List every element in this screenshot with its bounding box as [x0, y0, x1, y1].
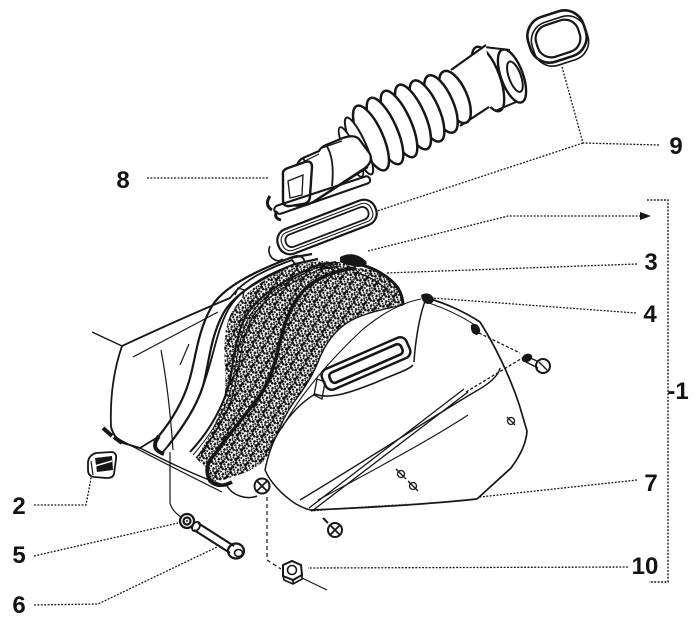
svg-text:9: 9 — [669, 133, 682, 160]
svg-text:5: 5 — [12, 542, 25, 569]
svg-text:7: 7 — [644, 470, 657, 497]
svg-text:-1: -1 — [667, 378, 688, 405]
svg-text:2: 2 — [12, 493, 25, 520]
svg-text:10: 10 — [632, 553, 659, 580]
svg-text:6: 6 — [12, 592, 25, 619]
svg-text:8: 8 — [116, 167, 129, 194]
svg-text:4: 4 — [643, 301, 657, 328]
svg-text:3: 3 — [644, 249, 657, 276]
